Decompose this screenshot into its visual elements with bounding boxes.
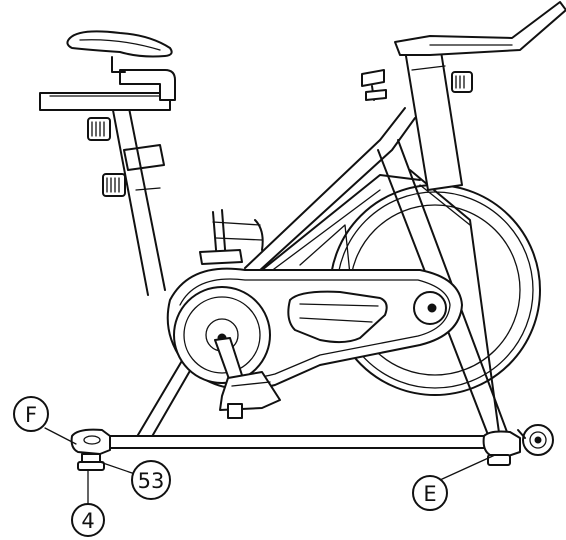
callout-e-label: E <box>423 482 436 506</box>
transport-wheel <box>518 425 553 455</box>
seat-adjust-knob <box>88 118 110 140</box>
callout-4: 4 <box>72 504 104 536</box>
handlebar-knob <box>452 72 472 92</box>
flywheel-hub <box>414 292 446 324</box>
callout-f: F <box>14 397 48 431</box>
base-bar <box>90 436 510 448</box>
crank-hub <box>174 287 270 383</box>
handlebar <box>395 2 566 55</box>
front-end-cap <box>484 432 520 466</box>
callout-4-label: 4 <box>81 509 94 533</box>
bottle-holder <box>200 210 263 264</box>
seat <box>67 31 171 56</box>
resistance-knob <box>362 70 386 100</box>
callout-53: 53 <box>132 461 170 499</box>
callout-e: E <box>413 476 447 510</box>
callout-53-label: 53 <box>138 469 165 493</box>
seat-post-knob <box>103 174 125 196</box>
seat-slider <box>40 57 175 110</box>
callout-f-label: F <box>25 403 37 427</box>
seat-post <box>112 103 165 295</box>
handlebar-post <box>405 45 462 190</box>
rear-end-cap <box>72 430 110 454</box>
